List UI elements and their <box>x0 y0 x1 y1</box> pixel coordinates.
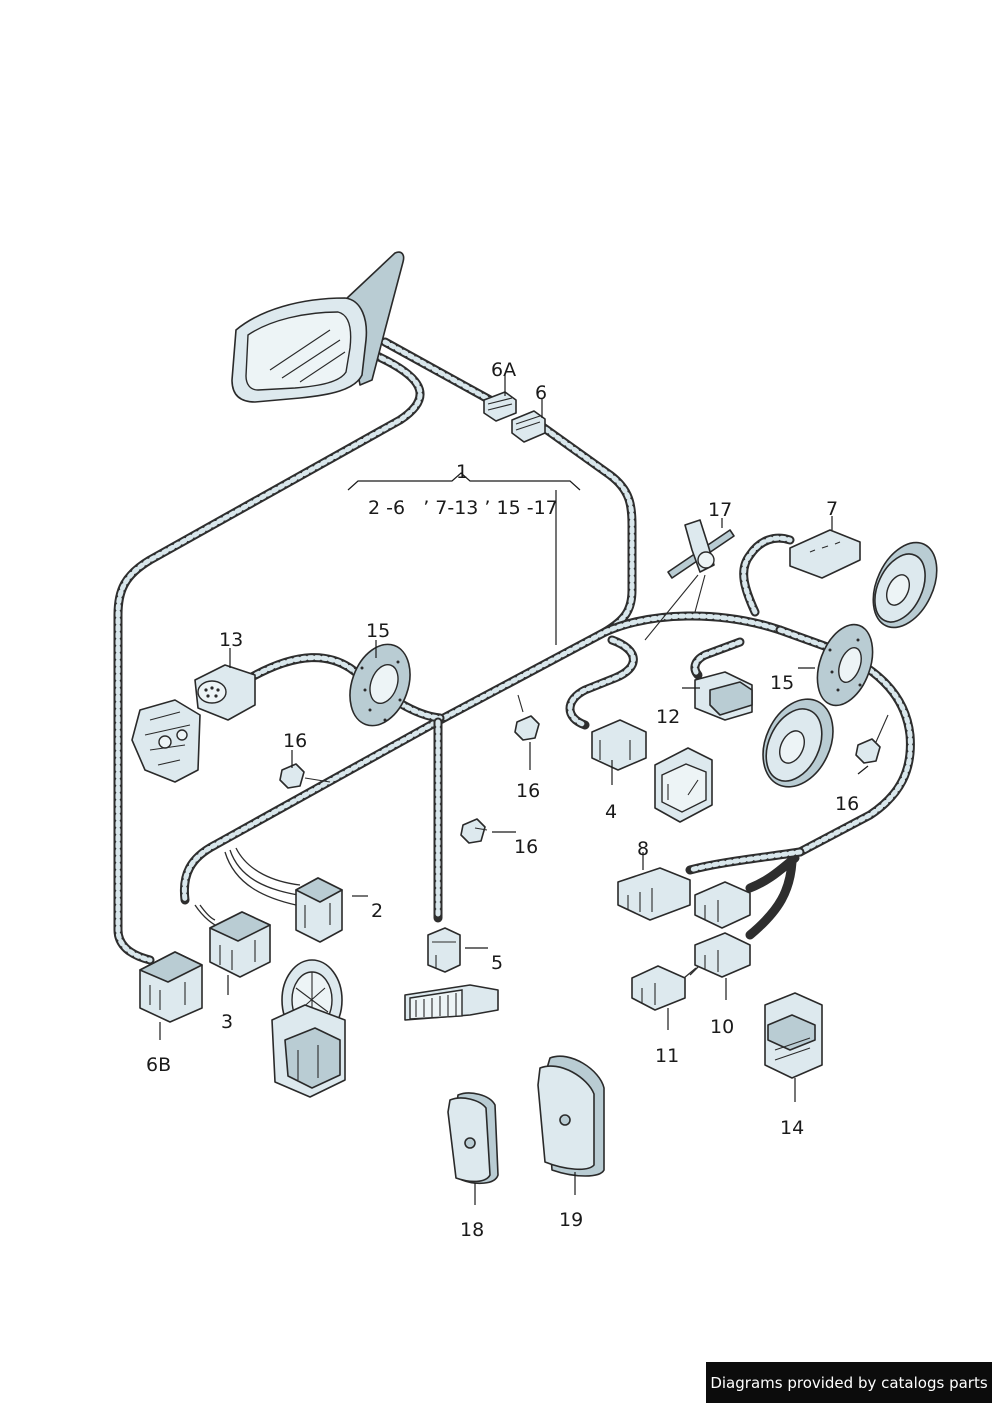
label-10: 10 <box>710 1016 734 1038</box>
connector-3 <box>209 911 271 978</box>
label-5: 5 <box>491 952 503 974</box>
footer-credit-text: Diagrams provided by catalogs parts <box>710 1373 988 1392</box>
label-19: 19 <box>559 1209 583 1231</box>
label-1: 1 <box>456 461 468 483</box>
label-14: 14 <box>780 1117 804 1139</box>
label-11: 11 <box>655 1045 679 1067</box>
label-15-right: 15 <box>770 672 794 694</box>
door-lock-module <box>131 699 201 783</box>
cable-tie-17 <box>667 519 735 579</box>
clip-16-a <box>279 763 305 789</box>
label-18: 18 <box>460 1219 484 1241</box>
clip-16-d <box>855 738 881 764</box>
label-16-d: 16 <box>835 793 859 815</box>
connector-13 <box>194 664 256 721</box>
label-16-a: 16 <box>283 730 307 752</box>
label-6: 6 <box>535 382 547 404</box>
connector-2 <box>295 877 343 943</box>
footer-credit-badge: Diagrams provided by catalogs parts <box>706 1362 992 1403</box>
connector-12 <box>694 671 753 721</box>
courtesy-lamp <box>404 984 499 1021</box>
connector-11 <box>631 965 686 1011</box>
label-13: 13 <box>219 629 243 651</box>
grommet-15-left <box>349 643 411 727</box>
label-range: 2 -6 ’ 7-13 ’ 15 -17 <box>368 497 558 519</box>
connector-7 <box>789 529 861 579</box>
label-6b: 6B <box>146 1054 171 1076</box>
clip-16-c <box>460 818 486 844</box>
label-8: 8 <box>637 838 649 860</box>
switch-module <box>654 747 713 823</box>
sound-pad-19 <box>537 1055 605 1177</box>
label-16-c: 16 <box>514 836 538 858</box>
clip-16-b <box>514 715 540 741</box>
switch-14 <box>764 992 823 1079</box>
label-16-b: 16 <box>516 780 540 802</box>
connector-6b <box>139 951 203 1023</box>
label-3: 3 <box>221 1011 233 1033</box>
connector-10 <box>694 932 751 978</box>
speaker-upper <box>872 541 938 629</box>
side-mirror <box>231 251 405 403</box>
connector-8 <box>617 867 691 921</box>
label-4: 4 <box>605 801 617 823</box>
sound-pad-18 <box>447 1092 499 1185</box>
window-regulator-motor <box>271 959 346 1098</box>
label-7: 7 <box>826 498 838 520</box>
connector-4 <box>591 719 647 771</box>
label-12: 12 <box>656 706 680 728</box>
wire-harness <box>113 337 915 979</box>
grommet-15-right <box>816 623 874 707</box>
connector-5 <box>427 927 461 973</box>
leader-lines <box>159 375 889 1205</box>
part-labels: 1 2 -6 ’ 7-13 ’ 15 -17 6A 6 7 17 13 15 1… <box>146 359 859 1241</box>
label-15-left: 15 <box>366 620 390 642</box>
label-17: 17 <box>708 499 732 521</box>
connector-9 <box>694 881 751 929</box>
label-6a: 6A <box>491 359 516 381</box>
speaker-lower <box>762 698 834 788</box>
connector-6 <box>511 410 546 443</box>
label-2: 2 <box>371 900 383 922</box>
